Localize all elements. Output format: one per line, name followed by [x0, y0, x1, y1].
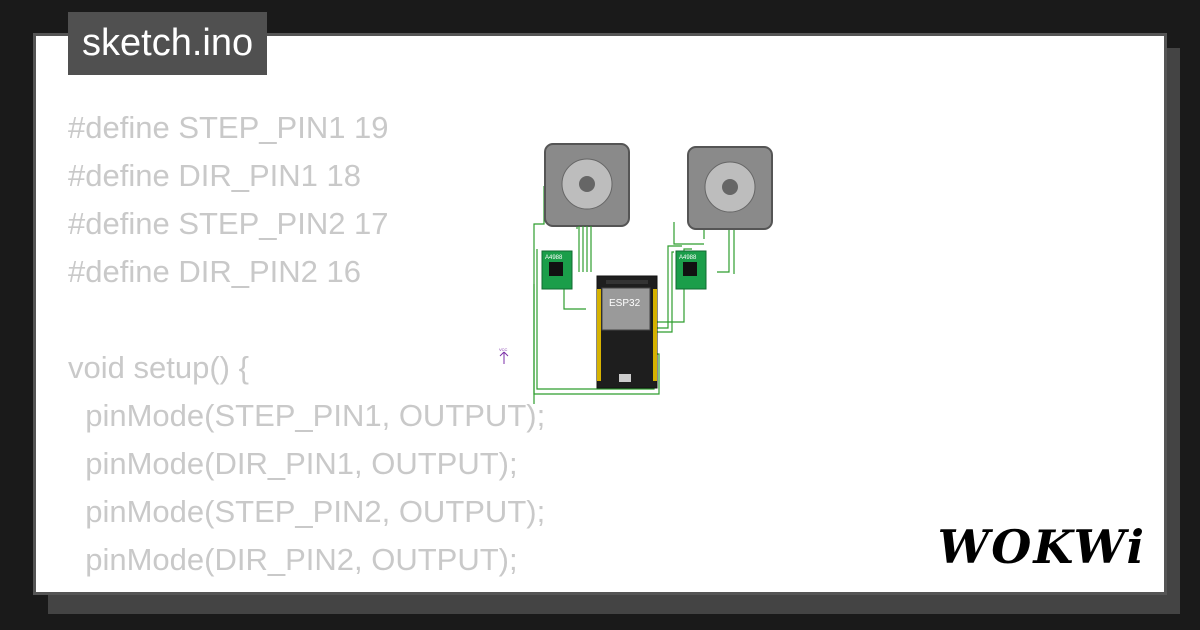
- vcc-label: VCC: [499, 347, 508, 352]
- stepper-driver-right: A4988: [675, 250, 707, 290]
- driver-right-label: A4988: [679, 255, 697, 261]
- driver-left-label: A4988: [545, 255, 563, 261]
- board-label: ESP32: [609, 298, 641, 309]
- code-line: pinMode(DIR_PIN1, OUTPUT);: [68, 446, 518, 481]
- stepper-motor-left: [544, 143, 630, 272]
- code-line: pinMode(DIR_PIN2, OUTPUT);: [68, 542, 518, 577]
- preview-card: #define STEP_PIN1 19 #define DIR_PIN1 18…: [33, 33, 1167, 595]
- code-line: [68, 296, 545, 344]
- wokwi-logo: WOKWi: [937, 520, 1146, 574]
- circuit-diagram: A4988 A4988 ESP32 VCC: [499, 143, 773, 404]
- code-line: void setup() {: [68, 350, 249, 385]
- stepper-driver-left: A4988: [541, 250, 573, 290]
- code-line: #define DIR_PIN1 18: [68, 158, 361, 193]
- code-line: #define DIR_PIN2 16: [68, 254, 361, 289]
- stepper-motor-right: [687, 146, 773, 230]
- file-name-tab[interactable]: sketch.ino: [68, 12, 268, 75]
- code-line: #define STEP_PIN1 19: [68, 110, 389, 145]
- vcc-marker: [499, 351, 509, 364]
- code-line: pinMode(STEP_PIN2, OUTPUT);: [68, 494, 546, 529]
- code-line: #define STEP_PIN2 17: [68, 206, 389, 241]
- esp32-board: ESP32: [596, 275, 658, 389]
- code-line: }: [68, 584, 545, 592]
- code-line: pinMode(STEP_PIN1, OUTPUT);: [68, 398, 546, 433]
- code-preview: #define STEP_PIN1 19 #define DIR_PIN1 18…: [68, 104, 546, 592]
